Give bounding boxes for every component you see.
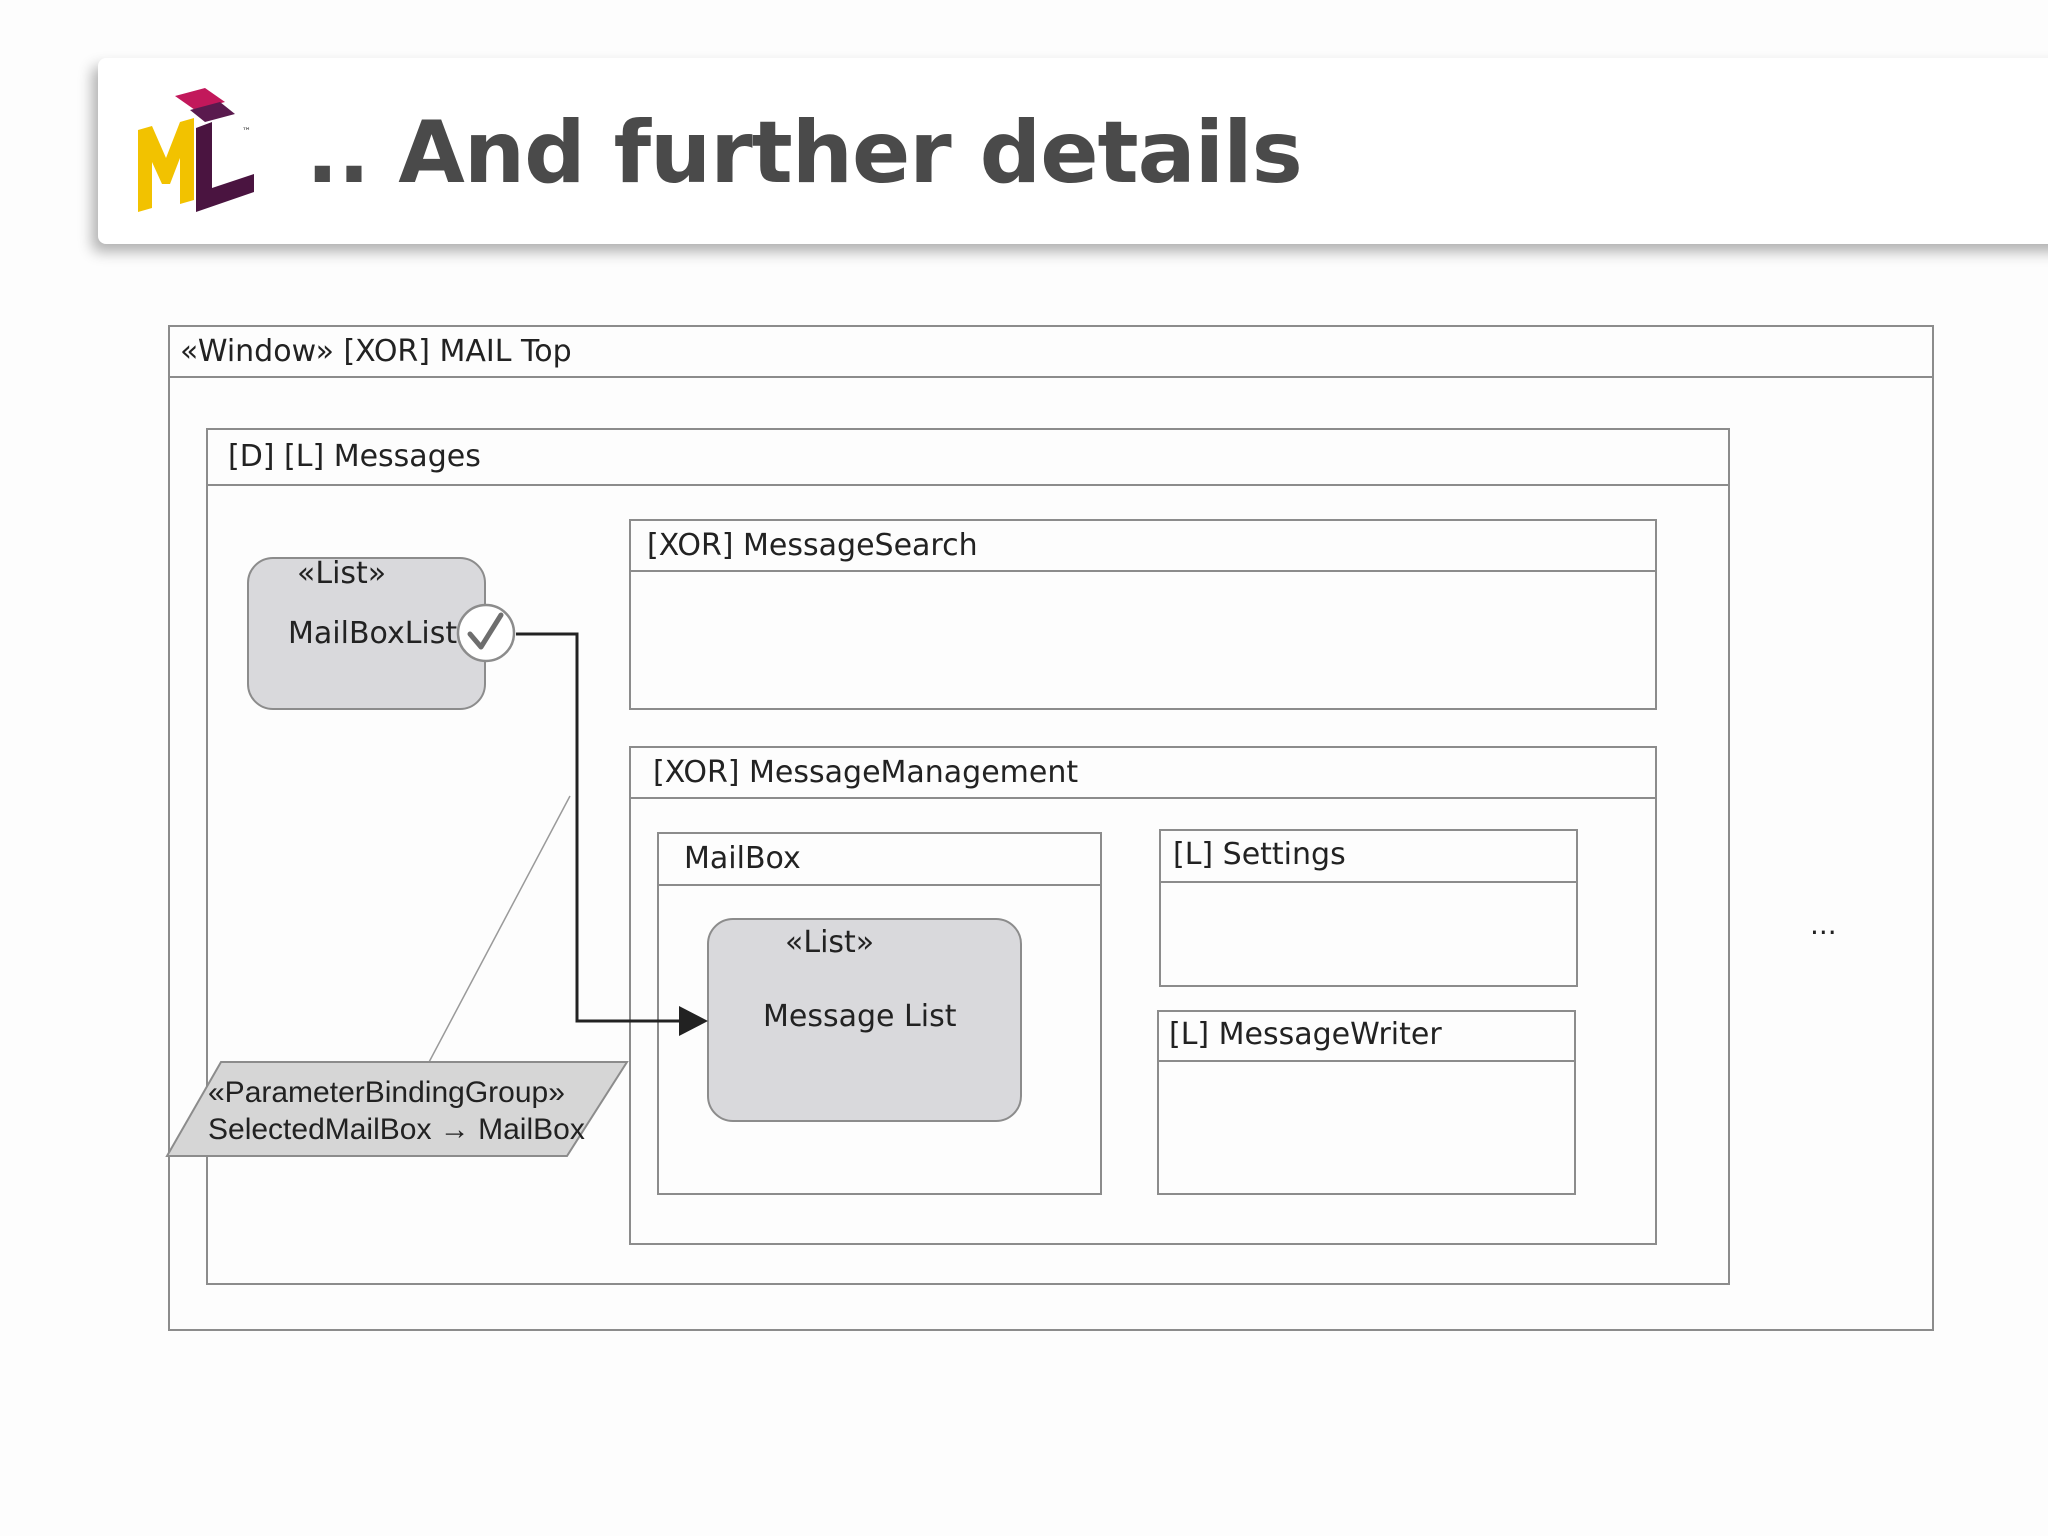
message-writer-label: [L] MessageWriter	[1169, 1017, 1442, 1052]
continuation-ellipsis: ...	[1810, 908, 1837, 941]
annotation-line	[427, 795, 571, 1065]
navigation-flow-arrow	[516, 632, 702, 1027]
messages-frame: [D] [L] Messages	[206, 428, 1730, 1285]
message-management-frame: [XOR] MessageManagement	[629, 746, 1657, 1245]
mailbox-label: MailBox	[684, 841, 801, 876]
mailbox-frame-header: MailBox	[659, 834, 1100, 886]
messages-frame-header: [D] [L] Messages	[208, 430, 1728, 486]
window-label: «Window» [XOR] MAIL Top	[180, 334, 572, 369]
parameter-binding-stereotype: «ParameterBindingGroup»	[208, 1076, 565, 1109]
check-circle-icon[interactable]	[456, 603, 516, 663]
settings-frame: [L] Settings	[1159, 829, 1578, 987]
mailbox-frame: MailBox	[657, 832, 1102, 1195]
window-frame: «Window» [XOR] MAIL Top	[168, 325, 1934, 1331]
mailboxlist-component[interactable]	[247, 557, 486, 710]
message-management-header: [XOR] MessageManagement	[631, 748, 1655, 799]
message-list-name: Message List	[763, 999, 957, 1034]
messages-label: [D] [L] Messages	[228, 439, 481, 474]
slide-header	[98, 58, 2048, 244]
message-list-component[interactable]	[707, 918, 1022, 1122]
message-search-label: [XOR] MessageSearch	[647, 528, 978, 563]
message-search-header: [XOR] MessageSearch	[631, 521, 1655, 572]
message-writer-frame: [L] MessageWriter	[1157, 1010, 1576, 1195]
window-frame-header: «Window» [XOR] MAIL Top	[170, 327, 1932, 378]
slide-title: .. And further details	[306, 103, 1303, 203]
message-list-stereotype: «List»	[785, 925, 875, 960]
message-management-label: [XOR] MessageManagement	[653, 755, 1079, 790]
message-search-frame: [XOR] MessageSearch	[629, 519, 1657, 710]
parameter-binding-text: SelectedMailBox → MailBox	[208, 1113, 585, 1146]
parameter-binding-shape	[165, 1061, 629, 1157]
ifml-logo: ™	[138, 88, 254, 212]
navigation-arrow-head	[679, 1006, 708, 1036]
settings-frame-header: [L] Settings	[1161, 831, 1576, 883]
message-writer-frame-header: [L] MessageWriter	[1159, 1012, 1574, 1062]
mailboxlist-stereotype: «List»	[297, 556, 387, 591]
logo-tm: ™	[242, 127, 251, 137]
mailboxlist-name: MailBoxList	[288, 616, 458, 651]
settings-label: [L] Settings	[1173, 837, 1346, 872]
